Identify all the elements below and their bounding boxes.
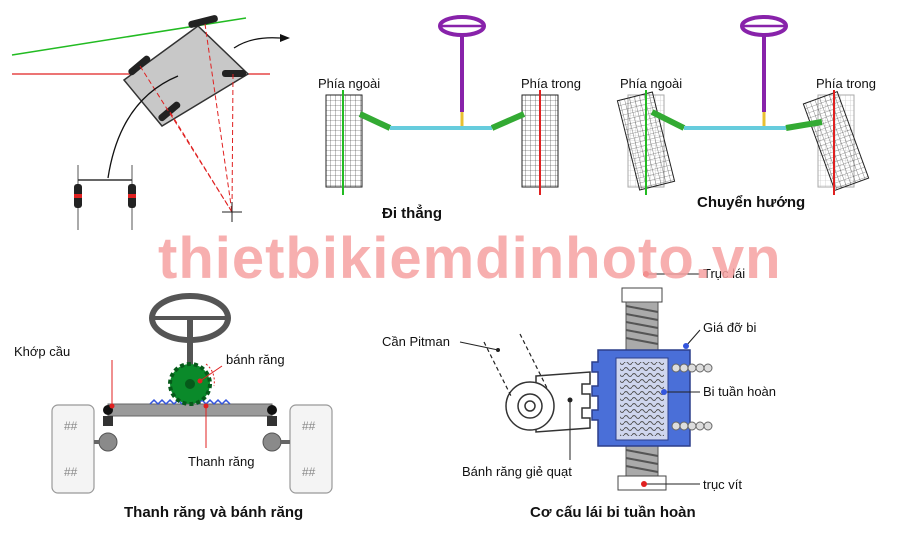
ackermann-geometry-diagram [11,15,290,230]
vehicle-path-curve [107,75,179,179]
green-reference-line [11,17,247,56]
front-right-wheel [222,70,246,77]
pinion-pointer [199,365,223,382]
inner-wheel-turned [802,90,870,192]
pointer-dot [496,348,500,352]
recirc-balls-label: Bi tuần hoàn [703,384,777,399]
ball-nut-pointer [685,329,701,347]
pitman-arm-outline [519,333,549,391]
direction-arrow [233,37,281,49]
inner-side-label: Phía trong [816,76,876,91]
steering-shaft-label: Trục lái [703,266,746,281]
pitman-pointer [459,341,499,351]
pointer-dot [203,403,209,409]
right-wheel [289,404,333,494]
arrow-head-icon [280,34,290,42]
sector-gear-label: Bánh răng giẻ quạt [462,464,572,479]
recirculating-ball-diagram [459,271,713,491]
car-body [122,25,250,127]
rack-pinion-caption: Thanh răng và bánh răng [124,504,304,521]
rear-right-wheel [158,101,181,122]
tread-mark: ## [64,465,78,479]
ball-return-chain [671,363,713,431]
dashed-line [139,65,233,213]
pointer-dot [109,403,115,409]
worm-thread [625,449,659,473]
pointer-dot [643,271,649,277]
rack-label: Thanh răng [188,454,255,469]
left-wheel [51,404,95,494]
pinion-label: bánh răng [226,352,285,367]
outer-tie-rod [358,111,392,131]
recirc-balls-coil [620,362,664,436]
pitman-arm-outline [483,341,513,399]
axle-wheel-mark [74,194,82,198]
left-ball-joint [98,432,118,452]
dashed-line [169,111,233,213]
straight-driving-diagram [325,15,559,195]
pointer-dot [197,378,203,384]
inner-tie-rod [785,119,823,131]
inner-side-label: Phía trong [521,76,581,91]
turning-diagram [616,15,870,195]
right-knuckle [267,416,277,426]
pointer-dot [683,343,689,349]
front-left-wheel [188,15,218,28]
axle-wheel-mark [128,194,136,198]
worm-thread [625,305,659,345]
recirculating-ball-caption: Cơ cấu lái bi tuần hoàn [530,504,696,521]
ball-joint-label: Khớp cầu [14,344,71,359]
pointer-dot [567,397,573,403]
pointer-dot [661,389,667,395]
worm-shaft-label: trục vít [703,477,743,492]
rear-left-wheel [128,55,151,76]
ball-nut-label: Giá đỡ bi [703,320,757,335]
pinion-hub [185,379,195,389]
outer-tie-rod [650,109,686,131]
rack-and-pinion-diagram: ## ## ## ## [51,293,333,494]
tread-mark: ## [302,419,316,433]
outer-side-label: Phía ngoài [620,76,683,91]
pitman-arm-label: Cần Pitman [382,334,450,349]
ball-joint-dot [267,405,277,415]
pointer-dot [641,481,647,487]
outer-side-label: Phía ngoài [318,76,381,91]
left-knuckle [103,416,113,426]
tread-mark: ## [64,419,78,433]
straight-caption: Đi thẳng [382,205,442,222]
inner-tie-rod [490,111,526,131]
right-ball-joint [262,432,282,452]
tread-mark: ## [302,465,316,479]
turning-caption: Chuyển hướng [697,194,806,211]
sector-gear-bolt [524,400,536,412]
dashed-line [231,73,234,213]
watermark-text: thietbikiemdinhoto.vn [158,226,782,291]
